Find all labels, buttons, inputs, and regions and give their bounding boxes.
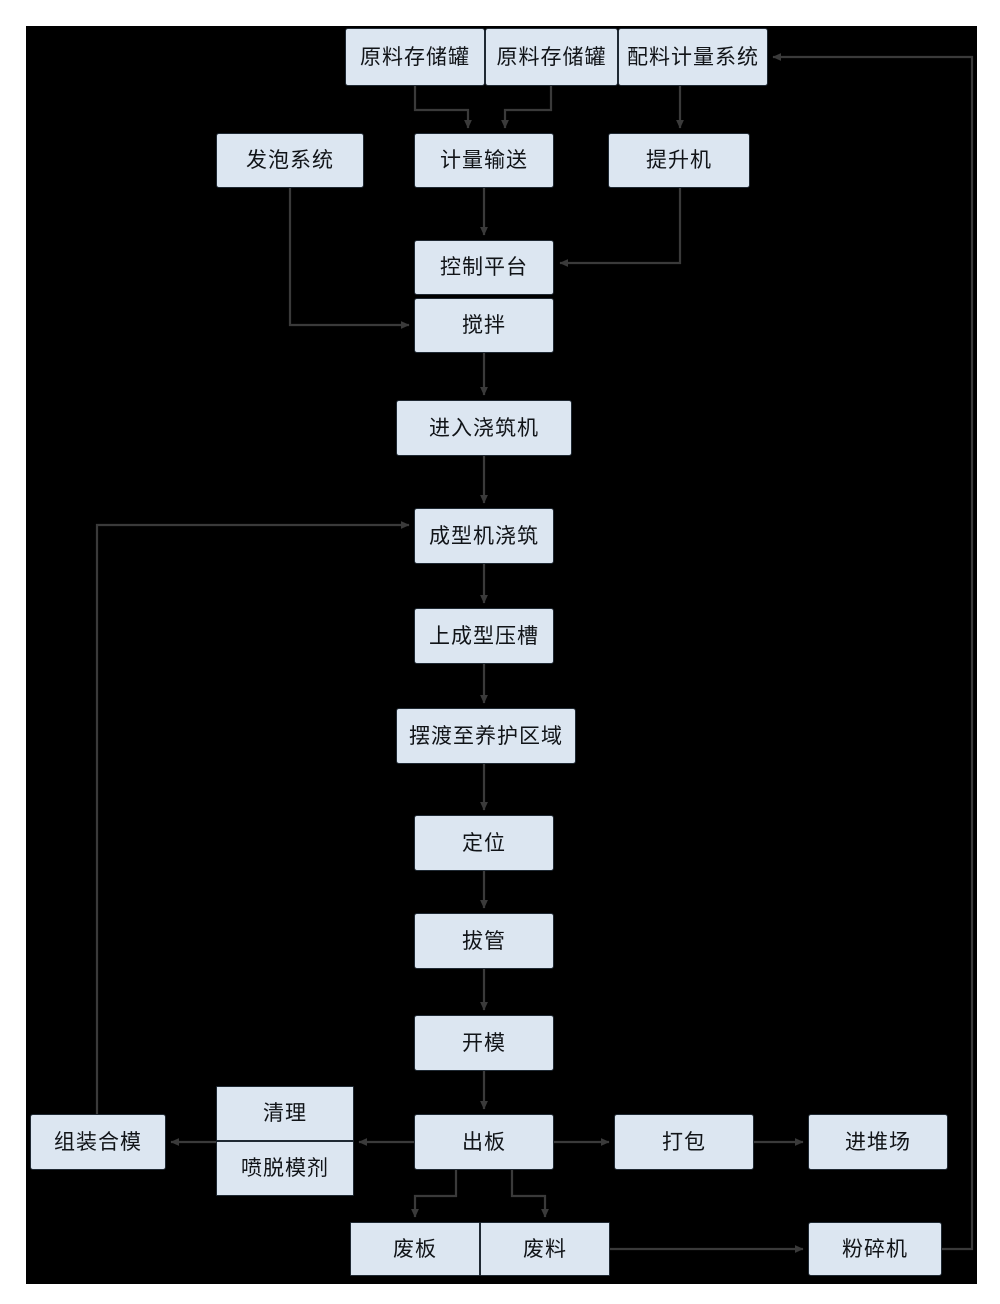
node-label: 原料存储罐 [360, 44, 470, 69]
node-label: 清理 [263, 1101, 307, 1125]
node-raw-material-tank-2[interactable]: 原料存储罐 [485, 28, 618, 86]
node-crusher[interactable]: 粉碎机 [808, 1222, 942, 1276]
node-waste-material[interactable]: 废料 [480, 1222, 610, 1276]
node-label: 打包 [662, 1129, 706, 1154]
node-label: 进入浇筑机 [429, 415, 539, 440]
node-board-output[interactable]: 出板 [414, 1114, 554, 1170]
node-assemble-mold[interactable]: 组装合模 [30, 1114, 166, 1170]
node-label: 粉碎机 [842, 1236, 908, 1261]
node-waste-board[interactable]: 废板 [350, 1222, 480, 1276]
node-pipe-pulling[interactable]: 拔管 [414, 913, 554, 969]
node-cleaning[interactable]: 清理 [216, 1086, 354, 1141]
node-upper-forming-press-groove[interactable]: 上成型压槽 [414, 608, 554, 664]
node-label: 废料 [523, 1236, 567, 1261]
node-label: 控制平台 [440, 255, 528, 279]
node-label: 提升机 [646, 148, 712, 172]
node-control-platform[interactable]: 控制平台 [414, 240, 554, 295]
node-batching-metering-system[interactable]: 配料计量系统 [618, 28, 768, 86]
node-label: 搅拌 [462, 313, 506, 337]
node-stockyard[interactable]: 进堆场 [808, 1114, 948, 1170]
node-label: 计量输送 [440, 148, 528, 172]
node-label: 开模 [462, 1030, 506, 1055]
node-label: 拔管 [462, 928, 506, 953]
node-foaming-system[interactable]: 发泡系统 [216, 133, 364, 188]
node-forming-machine-casting[interactable]: 成型机浇筑 [414, 508, 554, 564]
node-positioning[interactable]: 定位 [414, 815, 554, 871]
node-raw-material-tank-1[interactable]: 原料存储罐 [345, 28, 485, 86]
node-label: 废板 [393, 1236, 437, 1261]
node-label: 出板 [462, 1129, 506, 1154]
node-ferry-to-curing-area[interactable]: 摆渡至养护区域 [396, 708, 576, 764]
node-enter-casting-machine[interactable]: 进入浇筑机 [396, 400, 572, 456]
node-spray-release-agent[interactable]: 喷脱模剂 [216, 1141, 354, 1196]
node-demolding[interactable]: 开模 [414, 1015, 554, 1071]
node-label: 上成型压槽 [429, 623, 539, 648]
node-label: 组装合模 [54, 1129, 142, 1154]
node-elevator[interactable]: 提升机 [608, 133, 750, 188]
node-label: 喷脱模剂 [241, 1156, 329, 1180]
node-label: 原料存储罐 [496, 44, 607, 69]
node-label: 配料计量系统 [627, 44, 759, 69]
node-mixing[interactable]: 搅拌 [414, 298, 554, 353]
node-label: 发泡系统 [246, 148, 334, 172]
node-label: 成型机浇筑 [429, 523, 539, 548]
node-metering-conveying[interactable]: 计量输送 [414, 133, 554, 188]
node-label: 进堆场 [845, 1129, 911, 1154]
node-packing[interactable]: 打包 [614, 1114, 754, 1170]
node-label: 定位 [462, 830, 506, 855]
node-label: 摆渡至养护区域 [409, 723, 563, 748]
